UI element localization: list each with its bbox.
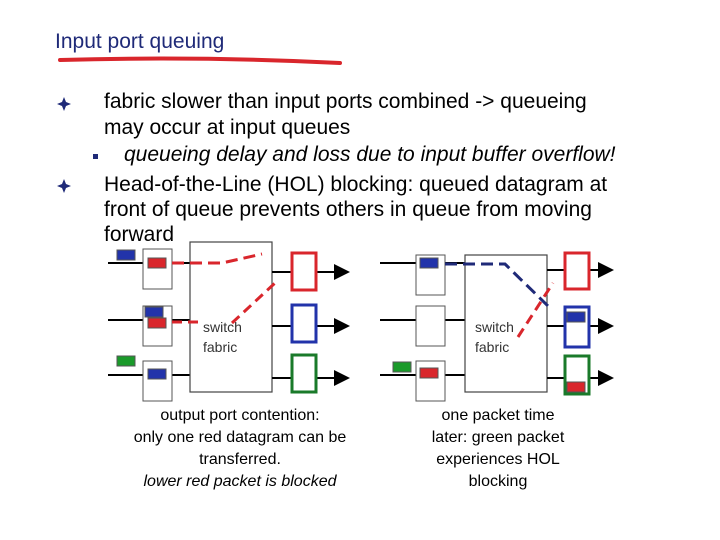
left-input-buffer-3 bbox=[142, 360, 173, 402]
right-caption-line-3: experiences HOL bbox=[436, 451, 560, 468]
left-fabric-label-1: switch bbox=[203, 319, 242, 335]
left-caption-line-2: only one red datagram can be bbox=[133, 429, 347, 446]
left-red-path-transfer bbox=[172, 252, 263, 265]
right-packet-blue-top bbox=[419, 257, 439, 269]
bullet-2-line-3: forward bbox=[104, 223, 175, 246]
left-packet-red-top bbox=[147, 257, 167, 269]
bullet-1-line-1: fabric slower than input ports combined … bbox=[104, 90, 587, 113]
left-output-buffer-blue bbox=[290, 303, 318, 344]
right-input-buffer-2 bbox=[415, 305, 446, 347]
slide-title: Input port queuing bbox=[55, 30, 225, 53]
left-input-buffer-1 bbox=[142, 248, 173, 290]
left-caption-line-3: transferred. bbox=[199, 451, 281, 468]
right-blue-path bbox=[445, 262, 550, 308]
left-diagram bbox=[108, 241, 350, 402]
right-packet-green-outside bbox=[392, 361, 412, 373]
right-fabric-label-2: fabric bbox=[475, 339, 510, 355]
right-diagram bbox=[380, 251, 614, 402]
right-input-buffer-3 bbox=[415, 360, 446, 402]
left-red-path-blocked-2 bbox=[230, 281, 277, 325]
title-underline bbox=[58, 56, 342, 65]
right-caption-line-2: later: green packet bbox=[431, 429, 565, 446]
right-red-path bbox=[516, 282, 555, 338]
left-packet-green-outside bbox=[116, 355, 136, 367]
left-packet-blue-top bbox=[144, 306, 164, 318]
bullet-2-line-2: front of queue prevents others in queue … bbox=[104, 198, 592, 221]
left-caption-line-1: output port contention: bbox=[160, 407, 320, 424]
left-packet-red-queued bbox=[147, 317, 167, 329]
right-switch-fabric bbox=[464, 254, 548, 393]
sub-bullet-marker bbox=[93, 154, 98, 159]
right-fabric-label-1: switch bbox=[475, 319, 514, 335]
bullet-2-line-1: Head-of-the-Line (HOL) blocking: queued … bbox=[104, 173, 608, 196]
left-output-buffer-green bbox=[290, 353, 318, 394]
diamond-bullet-icon bbox=[57, 179, 71, 193]
diamond-bullet-icon bbox=[57, 97, 71, 111]
right-caption: one packet time later: green packet expe… bbox=[400, 405, 596, 493]
right-packet-blue-delivered bbox=[566, 311, 586, 323]
left-output-buffer-red bbox=[290, 251, 318, 292]
right-caption-line-1: one packet time bbox=[441, 407, 555, 424]
left-caption: output port contention: only one red dat… bbox=[105, 405, 375, 493]
right-caption-line-4: blocking bbox=[468, 473, 528, 490]
left-caption-line-4: lower red packet is blocked bbox=[143, 473, 337, 490]
right-packet-red-delivered bbox=[566, 381, 586, 393]
bullet-1-line-2: may occur at input queues bbox=[104, 116, 351, 139]
right-output-buffer-red bbox=[563, 251, 591, 291]
left-packet-blue-outside bbox=[116, 249, 136, 261]
left-switch-fabric bbox=[189, 241, 273, 393]
right-packet-red-bottom bbox=[419, 367, 439, 379]
left-packet-blue-bottom bbox=[147, 368, 167, 380]
left-fabric-label-2: fabric bbox=[203, 339, 238, 355]
sub-bullet-text: queueing delay and loss due to input buf… bbox=[124, 143, 616, 166]
